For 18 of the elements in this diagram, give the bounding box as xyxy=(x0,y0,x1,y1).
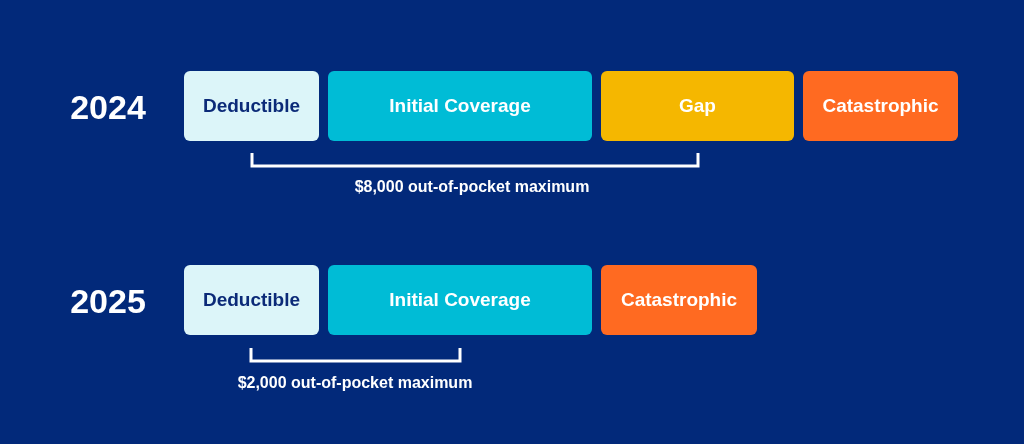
year-label: 2024 xyxy=(70,87,146,127)
catastrophic-bar xyxy=(803,71,958,141)
bar-label: Catastrophic xyxy=(822,95,939,117)
deductible-bar xyxy=(184,265,319,335)
gap-bar xyxy=(601,71,794,141)
catastrophic-bar xyxy=(601,265,757,335)
deductible-bar xyxy=(184,71,319,141)
maximum-label: $2,000 out-of-pocket maximum xyxy=(237,374,473,392)
initial-coverage-bar xyxy=(328,71,592,141)
initial-coverage-bar xyxy=(328,265,592,335)
year-label: 2025 xyxy=(70,281,146,321)
bar-label: Catastrophic xyxy=(620,289,738,311)
bar-label: Initial Coverage xyxy=(389,289,531,311)
bar-label: Initial Coverage xyxy=(389,95,531,117)
bar-label: Deductible xyxy=(202,95,301,117)
bar-label: Gap xyxy=(679,95,716,117)
bar-label: Deductible xyxy=(202,289,301,311)
maximum-label: $8,000 out-of-pocket maximum xyxy=(354,178,590,196)
